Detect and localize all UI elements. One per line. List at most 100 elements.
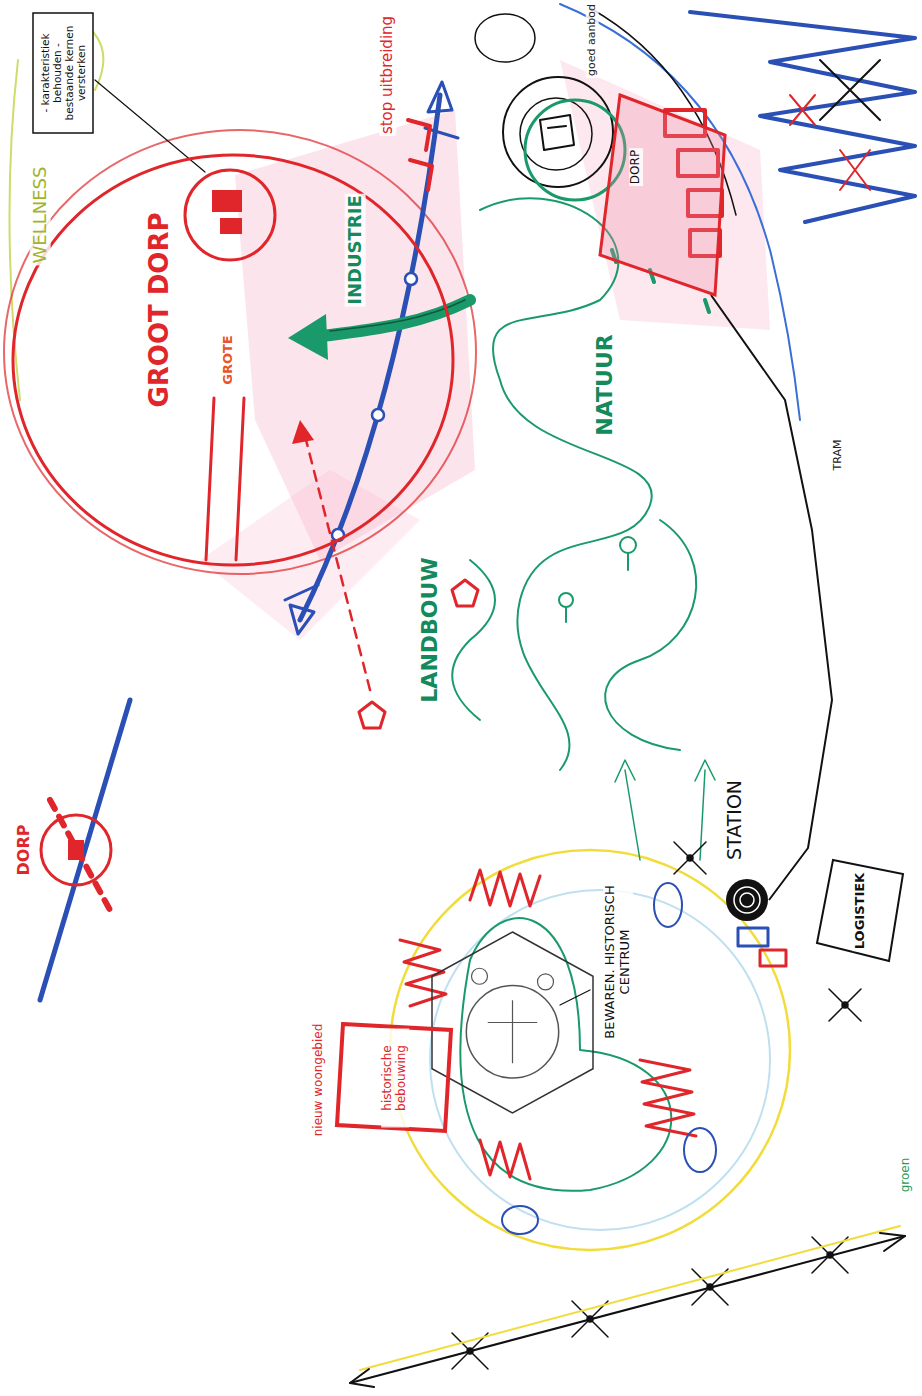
- sketch-stroke: [695, 760, 715, 860]
- sketch-stroke: [540, 115, 574, 150]
- sketch-stroke: [452, 580, 478, 606]
- historic-centre: BEWAREN. HISTORISCH CENTRUM: [430, 930, 595, 1115]
- sketch-stroke: [480, 198, 652, 770]
- station-symbol: STATION: [725, 878, 769, 922]
- sketch-stroke: [820, 60, 880, 120]
- area-outline: [817, 860, 903, 961]
- sketch-stroke: [4, 130, 476, 574]
- rail-connector: [711, 295, 832, 900]
- centre-sketch: [466, 986, 558, 1078]
- station-buildings: [738, 928, 786, 966]
- node-text: DORP: [629, 148, 643, 186]
- sketch-stroke: [288, 314, 328, 360]
- region-outline: [13, 155, 453, 565]
- sketch-stroke: [452, 560, 495, 720]
- sketch-stroke: [470, 870, 540, 906]
- sketch-stroke: [829, 989, 861, 1021]
- expansion-arrow: [292, 420, 478, 728]
- sketch-stroke: [684, 1128, 716, 1172]
- map-label: goed aanbod: [586, 2, 599, 78]
- note-box: - karakteristiek behouden - bestaande ke…: [32, 12, 94, 134]
- sketch-stroke: [460, 918, 671, 1191]
- sketch-stroke: [428, 82, 452, 112]
- map-label: GROTE: [221, 333, 236, 386]
- sketch-stroke: [304, 432, 370, 690]
- sketch-stroke: [620, 537, 636, 553]
- sketch-stroke: [627, 553, 629, 570]
- sketch-stroke: [687, 855, 693, 861]
- sketch-stroke: [475, 14, 535, 62]
- village-axis: [40, 700, 130, 1000]
- village-core: [4, 80, 476, 574]
- sketch-stroke: [605, 520, 696, 750]
- map-label: stop uitbreiding: [379, 14, 396, 136]
- housing-area: historische bebouwingnieuw woongebied: [335, 1020, 455, 1135]
- node-text: BEWAREN. HISTORISCH CENTRUM: [603, 878, 633, 1047]
- sketch-stroke: [842, 1002, 848, 1008]
- sketch-stroke: [285, 128, 458, 600]
- village-circle: DORP: [38, 812, 114, 888]
- sketch-stroke: [300, 95, 440, 620]
- sketch-stroke: [503, 77, 613, 187]
- nature-lines: [452, 198, 696, 770]
- map-label: LANDBOUW: [417, 555, 442, 704]
- node-text: GROOT DORP: [145, 210, 175, 409]
- pink-hatching: [200, 60, 770, 640]
- map-label: WELLNESS: [30, 165, 51, 266]
- sketch-stroke: [565, 607, 567, 622]
- sketch-stroke: [206, 398, 244, 560]
- leader-line: [560, 990, 590, 1005]
- node-text: - karakteristiek behouden - bestaande ke…: [39, 19, 87, 127]
- sketch-stroke: [40, 700, 130, 1000]
- sketch-stroke: [480, 1140, 530, 1179]
- sketch-stroke: [674, 842, 706, 874]
- centre-sketch: [488, 1000, 538, 1063]
- strip-outline: [600, 95, 725, 295]
- sketch-stroke: [372, 409, 384, 421]
- sketch-stroke: [502, 1206, 538, 1234]
- sketch-stroke: [359, 702, 385, 728]
- sketch-stroke: [559, 593, 573, 607]
- sketch-stroke: [200, 470, 420, 640]
- industry-arrow: [288, 300, 470, 360]
- stop-marks: [408, 120, 432, 190]
- node-text: historische bebouwing: [381, 1028, 409, 1127]
- logistics-area: LOGISTIEK: [815, 858, 905, 963]
- sketch-stroke: [674, 842, 706, 874]
- map-label: INDUSTRIE: [345, 193, 366, 306]
- sketch-stroke: [350, 1369, 374, 1387]
- centre-sketch: [472, 968, 488, 984]
- sketch-stroke: [360, 1226, 900, 1370]
- sketch-stroke: [654, 883, 682, 927]
- sketch-stroke: [880, 1233, 905, 1251]
- map-label: TRAM: [832, 438, 845, 473]
- node-text: nieuw woongebied: [312, 1022, 326, 1139]
- sketch-stroke: [760, 950, 786, 966]
- sketch-stroke: [212, 190, 242, 212]
- centre-sketch: [538, 974, 554, 990]
- corridor-arrow: [350, 1226, 905, 1387]
- sketch-stroke: [560, 60, 770, 330]
- sketch-stroke: [292, 420, 314, 444]
- sketch-stroke: [520, 98, 592, 170]
- building-mark: [68, 840, 84, 860]
- circle-outline: [41, 815, 111, 885]
- neighbourhood-circle: [475, 14, 625, 200]
- node-outline: [430, 930, 595, 1115]
- sketch-stroke: [430, 890, 770, 1230]
- sketch-stroke: [290, 605, 314, 634]
- hexagon-outline: [432, 932, 593, 1113]
- village-strip: DORP: [600, 95, 725, 295]
- sketch-stroke: [220, 218, 242, 234]
- node-outline: [725, 878, 769, 922]
- sketch-stroke: [350, 1236, 905, 1383]
- station-disc: [726, 879, 768, 921]
- sketch-stroke: [790, 95, 870, 190]
- map-label: NATUUR: [592, 332, 617, 437]
- sketch-stroke: [738, 928, 768, 946]
- node-text: DORP: [15, 823, 33, 878]
- sketch-stroke: [640, 1060, 696, 1136]
